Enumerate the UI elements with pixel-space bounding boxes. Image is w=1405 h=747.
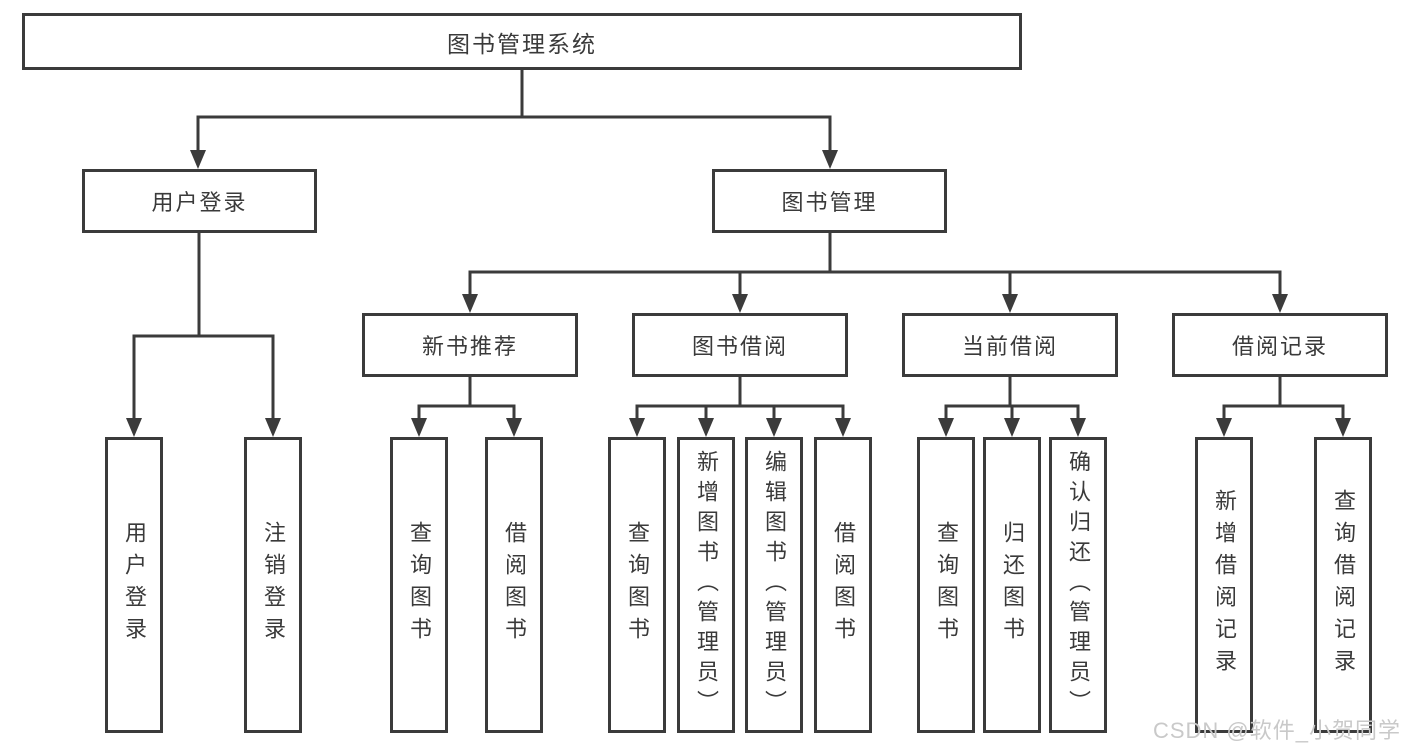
node-borrow-add-book: 新增图书（管理员） [677, 437, 735, 733]
node-current-borrow: 当前借阅 [902, 313, 1118, 377]
node-user-login-action: 用户登录 [105, 437, 163, 733]
node-book-management: 图书管理 [712, 169, 947, 233]
node-borrow-records: 借阅记录 [1172, 313, 1388, 377]
node-rec-query-book: 查询图书 [390, 437, 448, 733]
node-borrow-borrow-book: 借阅图书 [814, 437, 872, 733]
node-records-add-record: 新增借阅记录 [1195, 437, 1253, 733]
node-logout-action: 注销登录 [244, 437, 302, 733]
node-borrow-edit-book: 编辑图书（管理员） [745, 437, 803, 733]
node-borrow-query-book: 查询图书 [608, 437, 666, 733]
watermark: CSDN @软件_小贺同学 [1152, 718, 1401, 743]
node-rec-borrow-book: 借阅图书 [485, 437, 543, 733]
node-new-book-recommend: 新书推荐 [362, 313, 578, 377]
node-user-login: 用户登录 [82, 169, 317, 233]
node-root: 图书管理系统 [22, 13, 1022, 70]
node-records-query-record: 查询借阅记录 [1314, 437, 1372, 733]
node-current-confirm-return: 确认归还（管理员） [1049, 437, 1107, 733]
node-current-return-book: 归还图书 [983, 437, 1041, 733]
node-current-query-book: 查询图书 [917, 437, 975, 733]
node-book-borrow: 图书借阅 [632, 313, 848, 377]
